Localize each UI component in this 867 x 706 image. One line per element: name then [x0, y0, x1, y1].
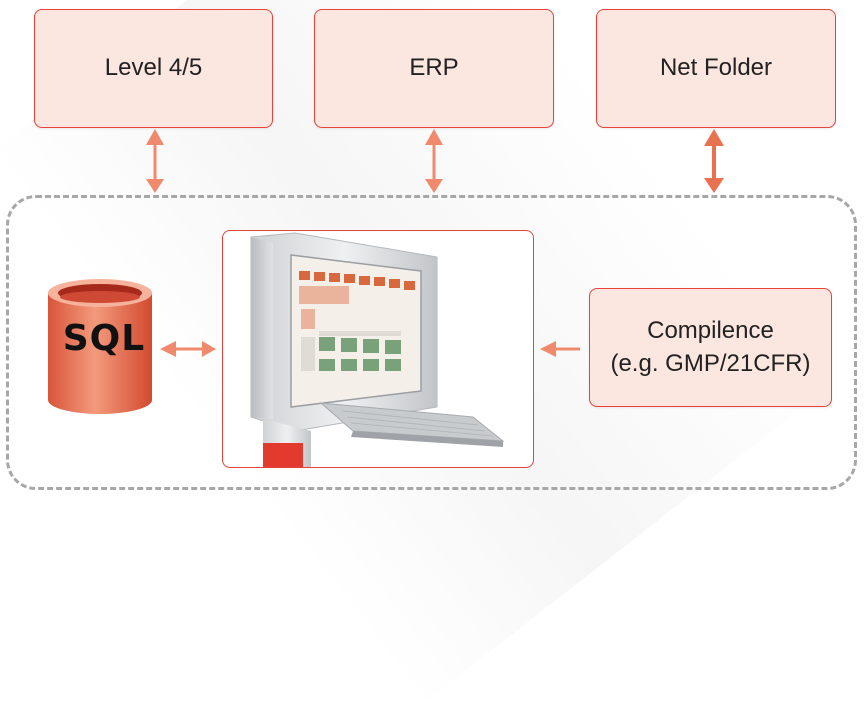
arrow-erp-to-system	[425, 129, 443, 193]
erp-box: ERP	[314, 9, 554, 128]
sql-database-icon	[48, 279, 152, 414]
compliance-box: Compilence (e.g. GMP/21CFR)	[589, 288, 832, 407]
sql-label: SQL	[62, 318, 146, 359]
terminal-image-card	[222, 230, 534, 468]
compliance-subtitle: (e.g. GMP/21CFR)	[610, 349, 811, 377]
compliance-title: Compilence	[647, 317, 774, 345]
system-boundary	[6, 195, 857, 490]
arrow-level-to-system	[146, 129, 164, 193]
arrow-compliance-to-terminal	[540, 341, 580, 357]
arrow-netfolder-to-system	[704, 129, 724, 193]
connector-layer	[48, 129, 724, 414]
hmi-panel-terminal-icon	[250, 232, 505, 467]
arrow-sql-to-terminal	[160, 341, 216, 357]
net-folder-label: Net Folder	[659, 54, 773, 82]
erp-label: ERP	[409, 54, 459, 82]
level-4-5-label: Level 4/5	[104, 54, 203, 82]
net-folder-box: Net Folder	[596, 9, 836, 128]
level-4-5-box: Level 4/5	[34, 9, 273, 128]
